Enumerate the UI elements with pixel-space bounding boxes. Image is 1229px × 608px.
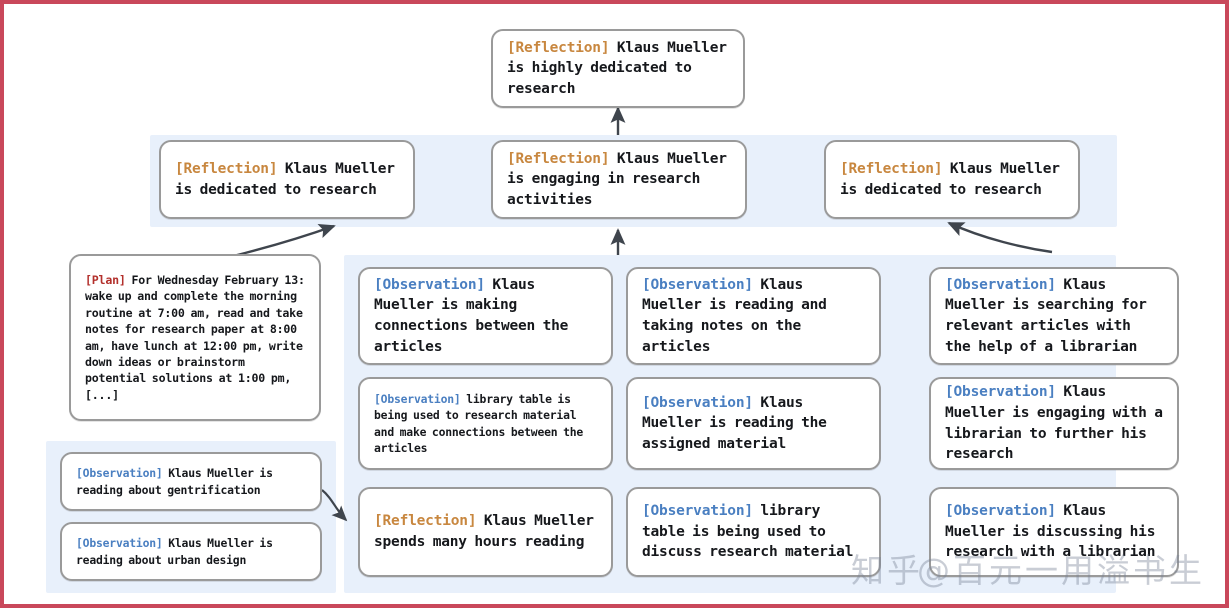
- handle-watermark: @百元一用溢书生: [917, 551, 1205, 590]
- node-body: Klaus Mueller is dedicated to research: [175, 160, 395, 198]
- column-b-node-1[interactable]: [Observation] Klaus Mueller is reading a…: [626, 267, 881, 365]
- reflection-node-2[interactable]: [Reflection] Klaus Mueller is engaging i…: [491, 140, 747, 219]
- column-b-node-2[interactable]: [Observation] Klaus Mueller is reading t…: [626, 377, 881, 470]
- node-body: Klaus Mueller is reading the assigned ma…: [642, 394, 827, 452]
- node-body: library table is being used to discuss r…: [642, 503, 854, 561]
- node-body: Klaus Mueller is reading and taking note…: [642, 276, 827, 355]
- reflection-node-2-text: [Reflection] Klaus Mueller is engaging i…: [493, 149, 745, 211]
- plan-node[interactable]: [Plan] For Wednesday February 13: wake u…: [69, 254, 321, 421]
- left-observation-node-2-text: [Observation] Klaus Mueller is reading a…: [62, 535, 320, 567]
- tag-observation: [Observation]: [374, 392, 461, 407]
- node-body: Klaus Mueller is highly dedicated to res…: [507, 39, 727, 97]
- column-a-node-2[interactable]: [Observation] library table is being use…: [358, 377, 613, 470]
- reflection-node-1-text: [Reflection] Klaus Mueller is dedicated …: [161, 159, 413, 200]
- tag-reflection: [Reflection]: [507, 150, 610, 167]
- tag-observation: [Observation]: [642, 503, 753, 520]
- node-body: Klaus Mueller is making connections betw…: [374, 276, 569, 355]
- tag-observation: [Observation]: [642, 276, 753, 293]
- column-a-node-1-text: [Observation] Klaus Mueller is making co…: [360, 275, 611, 357]
- reflection-node-3-text: [Reflection] Klaus Mueller is dedicated …: [826, 159, 1078, 200]
- left-observation-node-1[interactable]: [Observation] Klaus Mueller is reading a…: [60, 452, 322, 511]
- column-c-node-3[interactable]: [Observation] Klaus Mueller is discussin…: [929, 487, 1179, 577]
- node-body: Klaus Mueller is engaging with a librari…: [945, 384, 1163, 463]
- column-a-node-3-text: [Reflection] Klaus Mueller spends many h…: [360, 511, 611, 552]
- node-body: Klaus Mueller is searching for relevant …: [945, 276, 1147, 355]
- left-observation-node-1-text: [Observation] Klaus Mueller is reading a…: [62, 465, 320, 497]
- tag-plan: [Plan]: [85, 272, 126, 287]
- column-c-node-2[interactable]: [Observation] Klaus Mueller is engaging …: [929, 377, 1179, 470]
- column-c-node-1-text: [Observation] Klaus Mueller is searching…: [931, 275, 1177, 357]
- zhihu-watermark: 知乎: [851, 551, 923, 590]
- node-body: Klaus Mueller is reading about urban des…: [76, 536, 273, 567]
- tag-observation: [Observation]: [76, 536, 163, 551]
- node-body: Klaus Mueller spends many hours reading: [374, 513, 594, 550]
- tag-observation: [Observation]: [76, 466, 163, 481]
- tag-reflection: [Reflection]: [374, 513, 477, 530]
- column-b-node-3[interactable]: [Observation] library table is being use…: [626, 487, 881, 577]
- tag-reflection: [Reflection]: [175, 160, 278, 177]
- tag-observation: [Observation]: [374, 276, 485, 293]
- tag-observation: [Observation]: [945, 276, 1056, 293]
- column-a-node-1[interactable]: [Observation] Klaus Mueller is making co…: [358, 267, 613, 365]
- column-b-node-1-text: [Observation] Klaus Mueller is reading a…: [628, 275, 879, 357]
- node-body: Klaus Mueller is discussing his research…: [945, 503, 1156, 561]
- node-body: Klaus Mueller is reading about gentrific…: [76, 466, 273, 497]
- root-reflection-node[interactable]: [Reflection] Klaus Mueller is highly ded…: [491, 29, 745, 108]
- node-body: Klaus Mueller is dedicated to research: [840, 160, 1060, 198]
- reflection-node-1[interactable]: [Reflection] Klaus Mueller is dedicated …: [159, 140, 415, 219]
- tag-reflection: [Reflection]: [840, 160, 943, 177]
- tag-reflection: [Reflection]: [507, 39, 610, 56]
- reflection-node-3[interactable]: [Reflection] Klaus Mueller is dedicated …: [824, 140, 1080, 219]
- tag-observation: [Observation]: [642, 394, 753, 411]
- tag-observation: [Observation]: [945, 384, 1056, 401]
- column-a-node-3[interactable]: [Reflection] Klaus Mueller spends many h…: [358, 487, 613, 577]
- node-body: library table is being used to research …: [374, 392, 584, 455]
- root-reflection-text: [Reflection] Klaus Mueller is highly ded…: [493, 38, 743, 100]
- node-body: For Wednesday February 13: wake up and c…: [85, 272, 305, 402]
- column-c-node-2-text: [Observation] Klaus Mueller is engaging …: [931, 382, 1177, 464]
- column-b-node-2-text: [Observation] Klaus Mueller is reading t…: [628, 393, 879, 455]
- column-a-node-2-text: [Observation] library table is being use…: [360, 391, 611, 456]
- column-c-node-1[interactable]: [Observation] Klaus Mueller is searching…: [929, 267, 1179, 365]
- column-c-node-3-text: [Observation] Klaus Mueller is discussin…: [931, 501, 1177, 563]
- node-body: Klaus Mueller is engaging in research ac…: [507, 150, 727, 208]
- left-observation-node-2[interactable]: [Observation] Klaus Mueller is reading a…: [60, 522, 322, 581]
- tag-observation: [Observation]: [945, 503, 1056, 520]
- plan-node-text: [Plan] For Wednesday February 13: wake u…: [71, 272, 319, 404]
- column-b-node-3-text: [Observation] library table is being use…: [628, 501, 879, 563]
